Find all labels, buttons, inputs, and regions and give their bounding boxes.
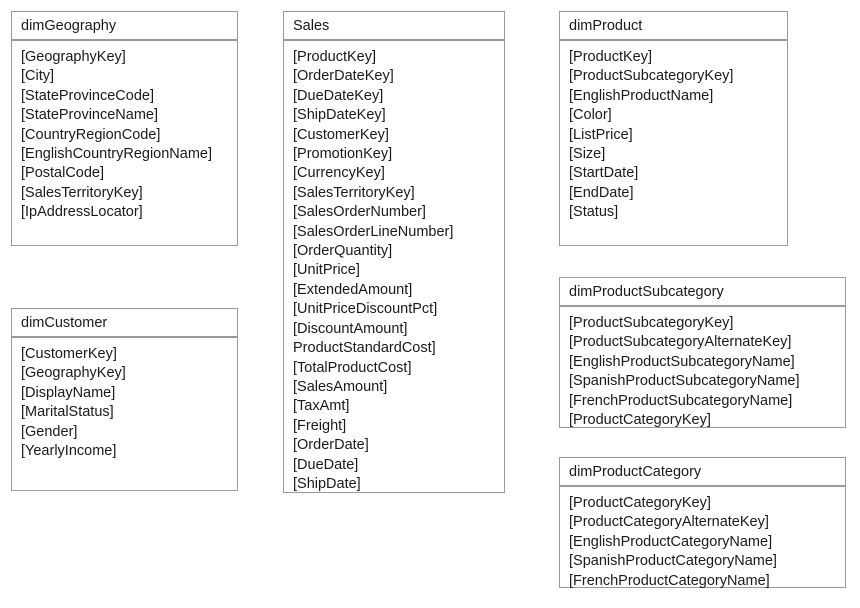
entity-field: [ProductCategoryAlternateKey]: [569, 514, 769, 531]
entity-title-dimproduct: dimProduct: [560, 12, 787, 41]
entity-box-dimproduct[interactable]: dimProduct [ProductKey] [ProductSubcateg…: [559, 11, 788, 246]
entity-field: [StartDate]: [569, 165, 639, 182]
entity-field: [StateProvinceName]: [21, 107, 159, 124]
entity-field: [TotalProductCost]: [293, 359, 412, 376]
entity-field: [Color]: [569, 107, 612, 124]
entity-field: [ProductSubcategoryAlternateKey]: [569, 334, 792, 351]
entity-field-list-dimgeography: [GeographyKey] [City] [StateProvinceCode…: [12, 41, 237, 223]
entity-field: [Status]: [569, 204, 619, 221]
entity-field: [SalesOrderNumber]: [293, 204, 426, 221]
entity-title-dimcustomer: dimCustomer: [12, 309, 237, 338]
entity-field: [GeographyKey]: [21, 49, 126, 65]
entity-field: [FrenchProductCategoryName]: [569, 572, 770, 589]
entity-field: [OrderDate]: [293, 437, 369, 454]
entity-field: [GeographyKey]: [21, 365, 126, 382]
entity-title-sales: Sales: [284, 12, 504, 41]
entity-field: [OrderQuantity]: [293, 243, 393, 260]
entity-field: [ProductSubcategoryKey]: [569, 68, 734, 85]
entity-title-dimproductcategory: dimProductCategory: [560, 458, 845, 487]
entity-field: [Gender]: [21, 423, 78, 440]
entity-field: [EnglishProductName]: [569, 87, 714, 104]
entity-field-list-dimcustomer: [CustomerKey] [GeographyKey] [DisplayNam…: [12, 338, 237, 461]
entity-field-list-dimproductcategory: [ProductCategoryKey] [ProductCategoryAlt…: [560, 487, 845, 591]
entity-field: [CustomerKey]: [293, 126, 389, 143]
entity-field: [FrenchProductSubcategoryName]: [569, 392, 793, 409]
entity-field: [ProductKey]: [293, 49, 377, 65]
entity-field: [ShipDate]: [293, 475, 361, 492]
entity-field-list-dimproduct: [ProductKey] [ProductSubcategoryKey] [En…: [560, 41, 787, 223]
entity-field: [ProductCategoryKey]: [569, 412, 711, 429]
entity-field: [EnglishProductCategoryName]: [569, 533, 773, 550]
entity-field: ProductStandardCost]: [293, 340, 436, 357]
entity-field: [PostalCode]: [21, 165, 105, 182]
entity-field: [ProductKey]: [569, 49, 653, 65]
entity-field: [SalesAmount]: [293, 378, 388, 395]
entity-field: [DisplayName]: [21, 384, 116, 401]
entity-field: [StateProvinceCode]: [21, 87, 154, 104]
entity-field-list-dimproductsubcategory: [ProductSubcategoryKey] [ProductSubcateg…: [560, 307, 845, 430]
entity-box-dimcustomer[interactable]: dimCustomer [CustomerKey] [GeographyKey]…: [11, 308, 238, 491]
entity-field: [DueDateKey]: [293, 87, 384, 104]
entity-field: [EndDate]: [569, 184, 634, 201]
entity-field: [Freight]: [293, 417, 347, 434]
entity-box-sales[interactable]: Sales [ProductKey] [OrderDateKey] [DueDa…: [283, 11, 505, 493]
entity-box-dimproductsubcategory[interactable]: dimProductSubcategory [ProductSubcategor…: [559, 277, 846, 428]
entity-field: [MaritalStatus]: [21, 404, 114, 421]
entity-field: [EnglishCountryRegionName]: [21, 146, 213, 163]
entity-title-dimgeography: dimGeography: [12, 12, 237, 41]
entity-field: [SalesOrderLineNumber]: [293, 223, 454, 240]
entity-field: [ShipDateKey]: [293, 107, 386, 124]
entity-field: [OrderDateKey]: [293, 68, 394, 85]
entity-field: [DiscountAmount]: [293, 320, 408, 337]
entity-field: [SpanishProductCategoryName]: [569, 553, 777, 570]
entity-field: [UnitPriceDiscountPct]: [293, 301, 438, 318]
entity-field: [SpanishProductSubcategoryName]: [569, 373, 800, 390]
entity-field: [City]: [21, 68, 55, 85]
entity-field: [SalesTerritoryKey]: [21, 184, 143, 201]
entity-field: [ListPrice]: [569, 126, 633, 143]
entity-field: [UnitPrice]: [293, 262, 360, 279]
entity-field: [YearlyIncome]: [21, 443, 117, 460]
entity-title-dimproductsubcategory: dimProductSubcategory: [560, 278, 845, 307]
entity-box-dimgeography[interactable]: dimGeography [GeographyKey] [City] [Stat…: [11, 11, 238, 246]
entity-box-dimproductcategory[interactable]: dimProductCategory [ProductCategoryKey] …: [559, 457, 846, 591]
entity-field-list-sales: [ProductKey] [OrderDateKey] [DueDateKey]…: [284, 41, 504, 494]
entity-field: [Size]: [569, 146, 606, 163]
entity-field: [IpAddressLocator]: [21, 204, 143, 221]
entity-field: [EnglishProductSubcategoryName]: [569, 353, 795, 370]
entity-field: [PromotionKey]: [293, 146, 393, 163]
entity-field: [ProductCategoryKey]: [569, 495, 711, 511]
entity-field: [CountryRegionCode]: [21, 126, 161, 143]
entity-field: [TaxAmt]: [293, 398, 350, 415]
entity-field: [CustomerKey]: [21, 346, 117, 362]
entity-field: [SalesTerritoryKey]: [293, 184, 415, 201]
entity-field: [CurrencyKey]: [293, 165, 385, 182]
entity-field: [DueDate]: [293, 456, 359, 473]
entity-field: [ProductSubcategoryKey]: [569, 315, 734, 331]
entity-field: [ExtendedAmount]: [293, 281, 413, 298]
